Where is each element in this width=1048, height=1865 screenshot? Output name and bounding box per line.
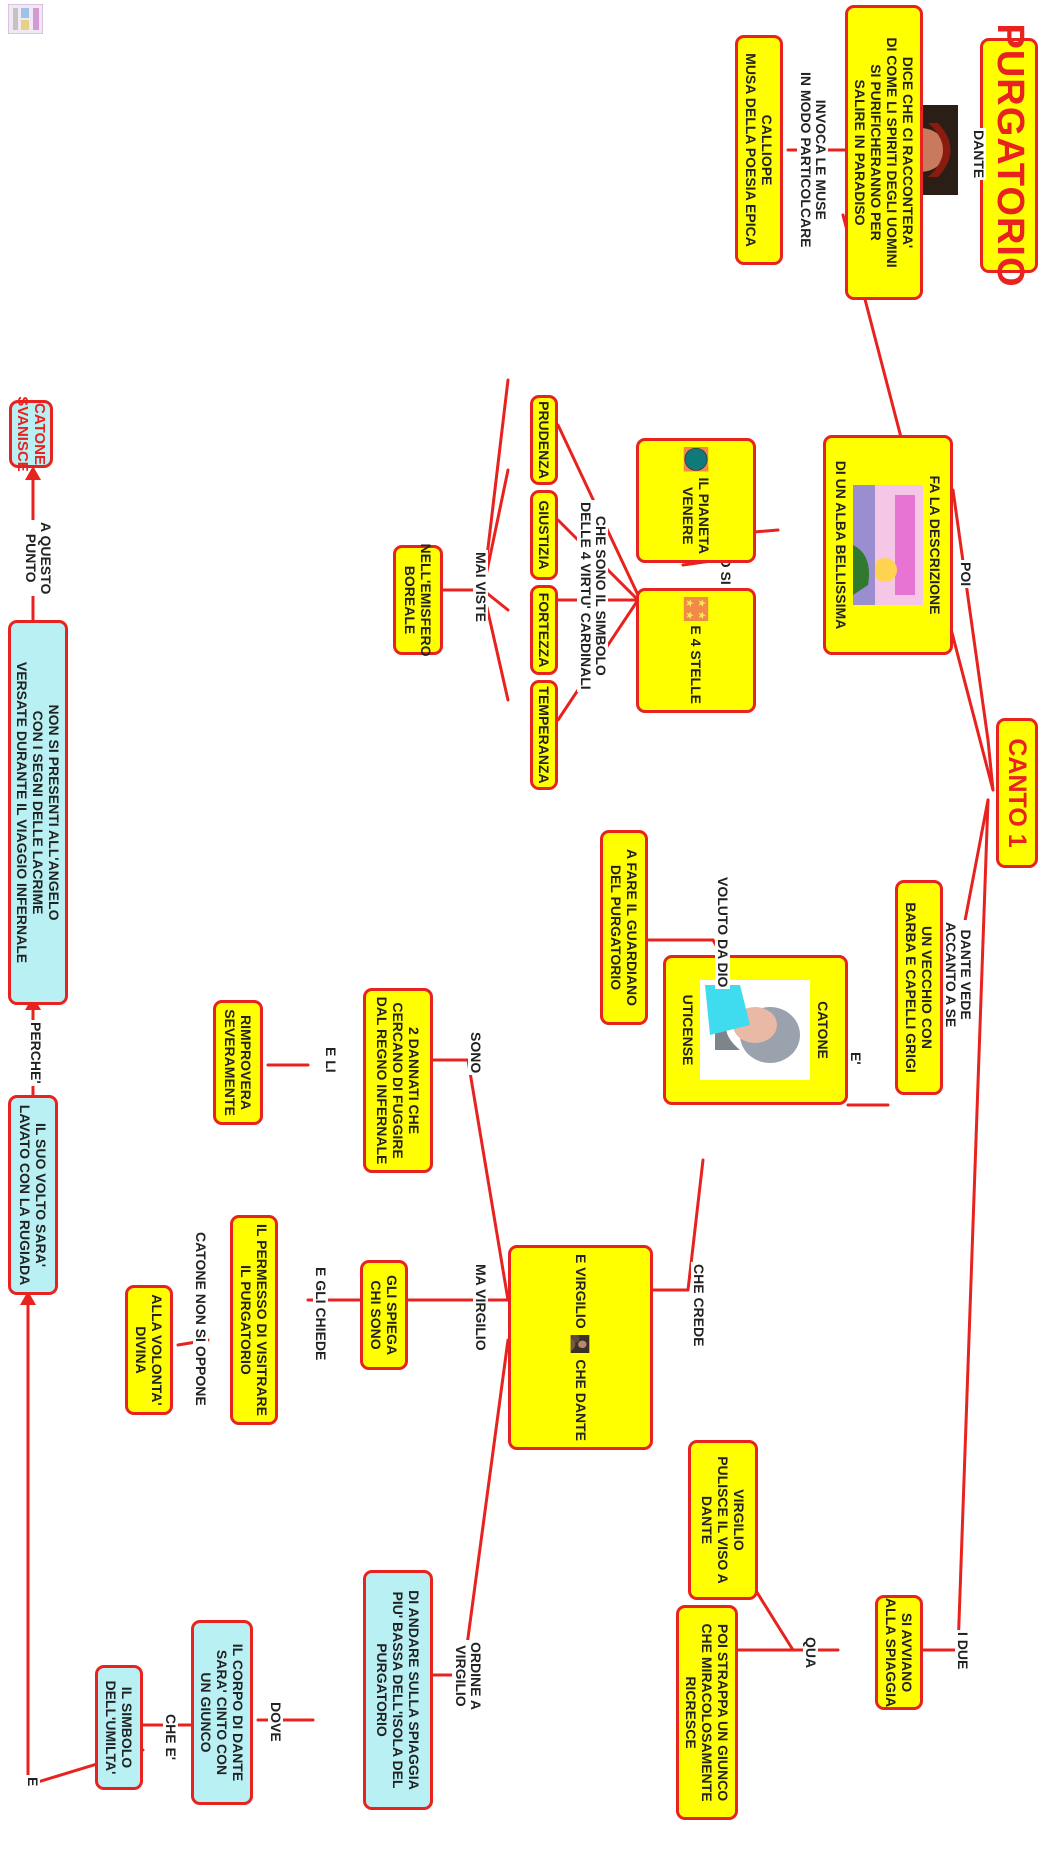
node-descrizione: FA LA DESCRIZIONE DI UN ALBA BELLISSIMA xyxy=(823,435,953,655)
link-dante-sono xyxy=(466,1058,510,1302)
node-prudenza: PRUDENZA xyxy=(530,395,558,485)
link-dante-ordine xyxy=(461,1338,510,1677)
label-e-li: E LI xyxy=(322,1045,339,1075)
link-canto-poi xyxy=(986,738,995,792)
link-canto-idue xyxy=(956,798,990,1652)
node-canto: CANTO 1 xyxy=(996,718,1038,868)
label-simbolo: CHE SONO IL SIMBOLO DELLE 4 VIRTU' CARDI… xyxy=(577,500,609,692)
label-ma-virgilio: MA VIRGILIO xyxy=(472,1262,489,1353)
node-avviano: SI AVVIANO ALLA SPIAGGIA xyxy=(875,1595,923,1710)
node-fortezza: FORTEZZA xyxy=(530,585,558,675)
node-dannati: 2 DANNATI CHE CERCANO DI FUGGIRE DAL REG… xyxy=(363,988,433,1173)
four-stars xyxy=(683,597,709,622)
catone-figure xyxy=(700,980,811,1080)
node-dice-che: DICE CHE CI RACCONTERA' DI COME LI SPIRI… xyxy=(845,5,923,300)
dante-virgilio-picture xyxy=(571,1334,590,1354)
venus-planet xyxy=(683,447,709,472)
label-invoca: INVOCA LE MUSE IN MODO PARTICOLCARE xyxy=(797,70,829,250)
label-che-crede: CHE CREDE xyxy=(690,1262,707,1349)
node-stelle: E 4 STELLE xyxy=(636,588,756,713)
label-a-questo: A QUESTO PUNTO xyxy=(22,520,54,597)
title-node: PURGATORIO xyxy=(980,23,1038,288)
node-pianeta: IL PIANETA VENERE xyxy=(636,438,756,563)
node-temperanza: TEMPERANZA xyxy=(530,680,558,790)
node-emisfero: NELL'EMISFERO BOREALE xyxy=(393,544,443,657)
dawn-sky-picture xyxy=(853,485,923,605)
label-catone-non: CATONE NON SI OPPONE xyxy=(192,1230,209,1408)
node-calliope: CALLIOPE MUSA DELLA POESIA EPICA xyxy=(735,35,783,265)
label-sono: SONO xyxy=(467,1030,484,1076)
logo-thumbnail xyxy=(7,3,44,35)
node-corpo: IL CORPO DI DANTE SARA' CINTO CON UN GIU… xyxy=(191,1620,253,1805)
node-vecchio: UN VECCHIO CON BARBA E CAPELLI GRIGI xyxy=(895,880,943,1095)
title-text: PURGATORIO xyxy=(988,23,1031,288)
node-spiega: GLI SPIEGA CHI SONO xyxy=(360,1260,408,1370)
label-dante: DANTE xyxy=(970,128,987,181)
label-che-e: CHE E' xyxy=(162,1712,179,1763)
node-guardiano: A FARE IL GUARDIANO DEL PURGATORIO xyxy=(600,830,648,1025)
arrow-to-volto xyxy=(20,1291,36,1305)
label-qua: QUA xyxy=(802,1635,819,1671)
label-poi: POI xyxy=(957,560,974,589)
label-ordine: ORDINE A VIRGILIO xyxy=(452,1640,484,1712)
node-umilta: IL SIMBOLO DELL'UMILTA' xyxy=(95,1665,143,1790)
node-giustizia: GIUSTIZIA xyxy=(530,490,558,580)
label-e-gli-chiede: E GLI CHIEDE xyxy=(312,1265,329,1363)
node-catone: CATONE UTICENSE xyxy=(663,955,848,1105)
label-perche: PERCHE' xyxy=(27,1020,44,1086)
node-giunco-strappa: POI STRAPPA UN GIUNCO CHE MIRACOLOSAMENT… xyxy=(676,1605,738,1820)
label-dove: DOVE xyxy=(267,1700,284,1744)
node-catone-svanisce: CATONE SVANISCE xyxy=(9,396,53,472)
node-volonta: ALLA VOLONTA' DIVINA xyxy=(125,1285,173,1415)
label-e: E xyxy=(24,1775,41,1789)
node-non-si-presenti: NON SI PRESENTI ALL'ANGELO CON I SEGNI D… xyxy=(8,620,68,1005)
label-i-due: I DUE xyxy=(954,1630,971,1672)
label-mai-viste: MAI VISTE xyxy=(472,550,489,625)
label-e-apos: E' xyxy=(847,1050,864,1067)
link-canto-descr xyxy=(951,488,990,742)
label-dante-vede: DANTE VEDE ACCANTO A SE xyxy=(942,920,974,1030)
link-catone-crede xyxy=(686,1158,705,1292)
label-voluto: VOLUTO DA DIO xyxy=(714,875,731,990)
node-rimprovera: RIMPROVERA SEVERAMENTE xyxy=(213,1000,263,1125)
node-volto: IL SUO VOLTO SARA' LAVATO CON LA RUGIADA xyxy=(8,1095,58,1295)
node-virgilio-pulisce: VIRGILIO PULISCE IL VISO A DANTE xyxy=(688,1440,758,1600)
arrow-to-catone xyxy=(25,466,41,480)
node-andare: DI ANDARE SULLA SPIAGGIA PIU' BASSA DELL… xyxy=(363,1570,433,1810)
node-permesso: IL PERMESSO DI VISITRARE IL PURGATORIO xyxy=(230,1215,278,1425)
node-dante-virgilio: E VIRGILIO CHE DANTE xyxy=(508,1245,653,1450)
